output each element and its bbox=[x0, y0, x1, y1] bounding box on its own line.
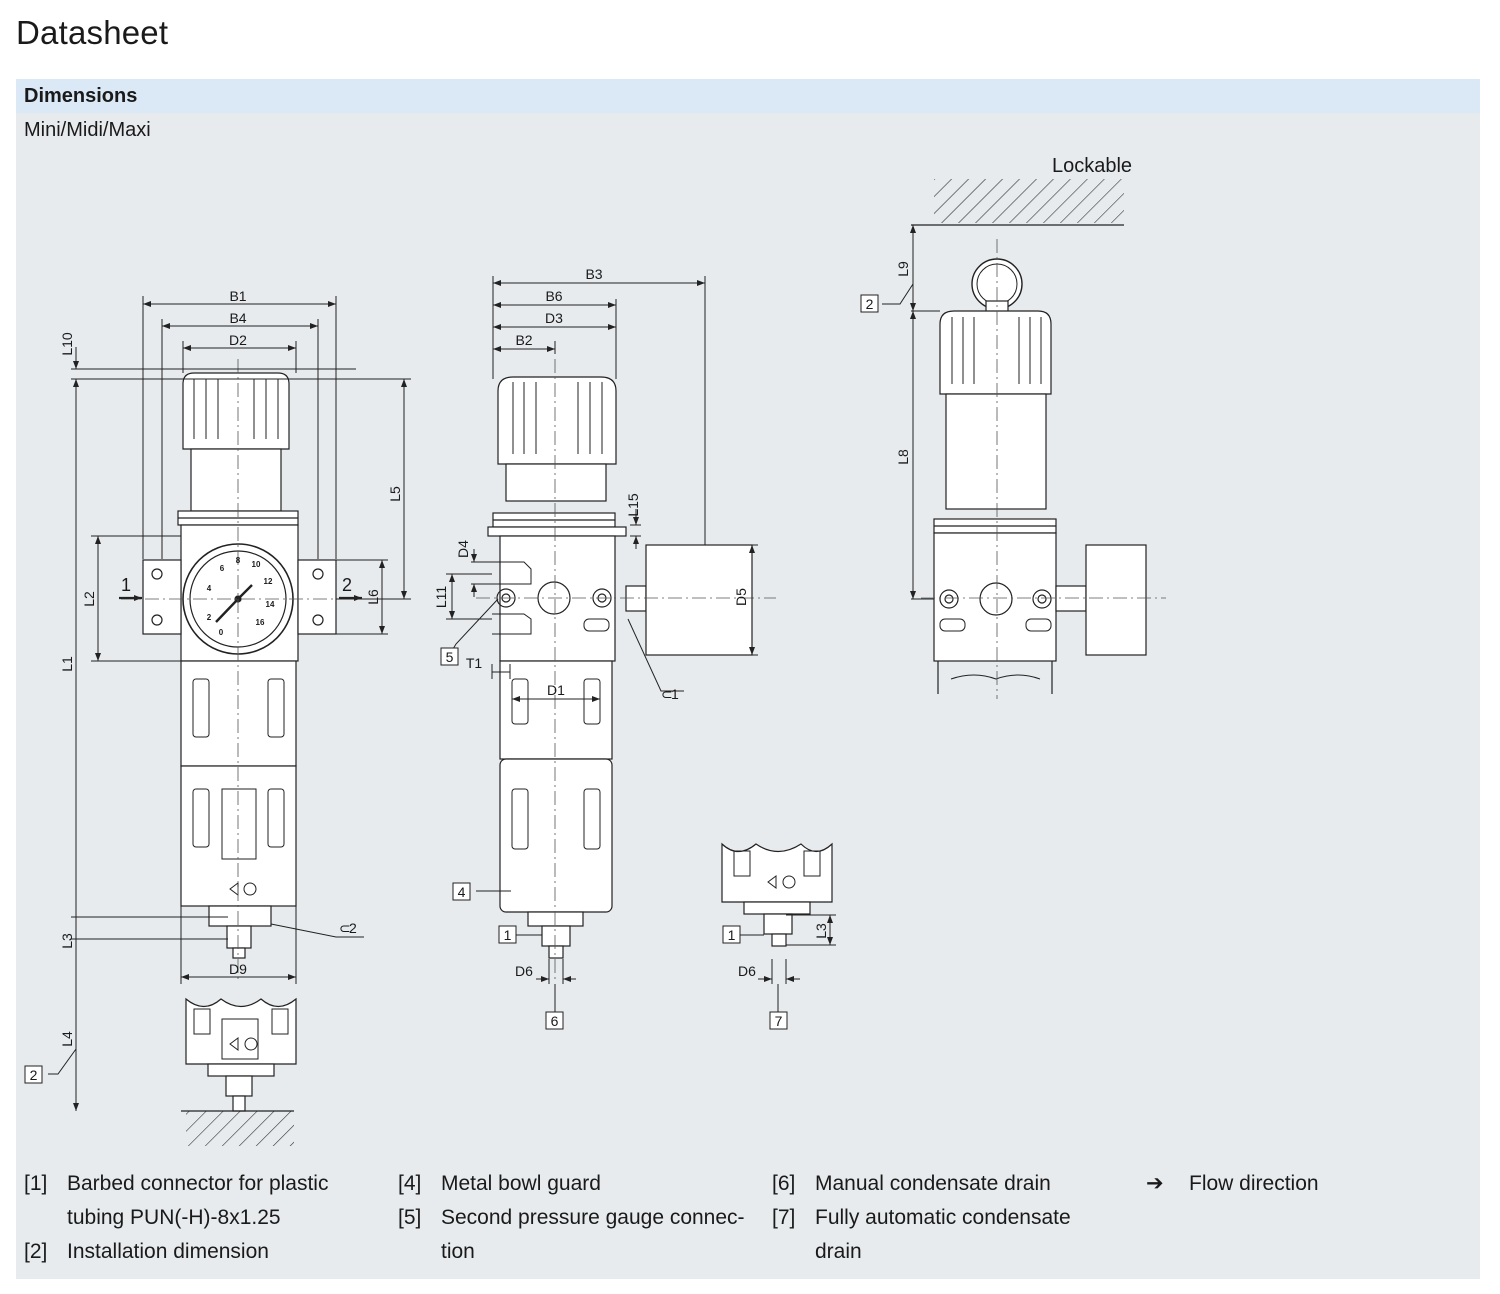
legend-number: [4] bbox=[398, 1172, 422, 1195]
legend-column-4: ➔ Flow direction bbox=[1146, 1167, 1319, 1201]
dim-label: L10 bbox=[59, 332, 75, 356]
legend-item: ➔ Flow direction bbox=[1146, 1167, 1319, 1201]
callout-1: 1 bbox=[504, 927, 512, 943]
gauge-tick: 16 bbox=[256, 618, 265, 627]
callout-6: 6 bbox=[551, 1013, 559, 1029]
dim-label: L11 bbox=[433, 586, 449, 609]
front-view bbox=[48, 296, 411, 1146]
legend-item: [6] Manual condensate drain bbox=[772, 1167, 1071, 1201]
gauge-tick: 12 bbox=[264, 577, 273, 586]
legend-number: [2] bbox=[24, 1240, 48, 1263]
dim-label: L3 bbox=[59, 933, 75, 949]
dim-label: B1 bbox=[229, 288, 246, 304]
gauge-tick: 0 bbox=[219, 628, 224, 637]
dim-label: D4 bbox=[455, 540, 471, 558]
callouts: 2 5 4 1 6 1 7 2 bbox=[24, 294, 879, 1084]
flow-port-out: 2 bbox=[342, 575, 352, 595]
gauge-scale: 0 2 4 6 8 10 12 14 16 bbox=[207, 556, 275, 637]
dim-label: B6 bbox=[545, 288, 562, 304]
callout-2: 2 bbox=[30, 1067, 38, 1083]
callout-7: 7 bbox=[775, 1013, 783, 1029]
side-view bbox=[446, 276, 776, 1014]
legend-number: [5] bbox=[398, 1206, 422, 1229]
dim-label: B3 bbox=[585, 266, 602, 282]
legend-column-3: [6] Manual condensate drain [7] Fully au… bbox=[772, 1167, 1071, 1269]
legend-item: [5] Second pressure gauge connec-tion bbox=[398, 1201, 745, 1269]
gauge-tick: 2 bbox=[207, 613, 212, 622]
auto-drain-detail bbox=[721, 842, 836, 1014]
dim-label: L2 bbox=[81, 591, 97, 607]
dim-label: L8 bbox=[895, 449, 911, 465]
wrench-size: 1 bbox=[671, 686, 679, 702]
legend-number: [6] bbox=[772, 1172, 796, 1195]
dim-label: D5 bbox=[733, 588, 749, 606]
section-subtitle: Mini/Midi/Maxi bbox=[24, 119, 151, 141]
dim-label: L5 bbox=[387, 486, 403, 502]
gauge-tick: 14 bbox=[266, 600, 275, 609]
callout-1: 1 bbox=[728, 927, 736, 943]
lockable-label: Lockable bbox=[1052, 155, 1132, 177]
dim-label: D9 bbox=[229, 961, 247, 977]
wrench-size: 2 bbox=[349, 920, 357, 936]
legend-text: Installation dimension bbox=[67, 1240, 269, 1263]
dim-label: L9 bbox=[895, 261, 911, 277]
dim-label: D6 bbox=[738, 963, 756, 979]
dim-label: L3 bbox=[813, 923, 829, 939]
legend-text: Metal bowl guard bbox=[441, 1172, 601, 1195]
gauge-tick: 8 bbox=[236, 556, 241, 565]
dim-label: D6 bbox=[515, 963, 533, 979]
section-header: Dimensions bbox=[16, 79, 1480, 113]
gauge-tick: 10 bbox=[252, 560, 261, 569]
legend-item: [2] Installation dimension bbox=[24, 1235, 328, 1269]
callout-5: 5 bbox=[446, 649, 454, 665]
gauge-tick: 6 bbox=[220, 564, 225, 573]
dim-label: L6 bbox=[365, 589, 381, 605]
legend-text: Flow direction bbox=[1189, 1172, 1319, 1195]
dim-label: B4 bbox=[229, 310, 246, 326]
legend-number: [7] bbox=[772, 1206, 796, 1229]
legend-number: [1] bbox=[24, 1172, 48, 1195]
callout-4: 4 bbox=[458, 884, 466, 900]
dim-label: T1 bbox=[466, 655, 483, 671]
dim-label: L4 bbox=[59, 1031, 75, 1047]
dim-label: D3 bbox=[545, 310, 563, 326]
dim-label: D1 bbox=[547, 682, 565, 698]
wrench-labels: ⊂ 2 ⊂ 1 bbox=[339, 686, 679, 936]
flow-direction-arrow-icon: ➔ bbox=[1146, 1172, 1164, 1195]
dim-label: L1 bbox=[59, 656, 75, 672]
dim-label: D2 bbox=[229, 332, 247, 348]
legend-text: Manual condensate drain bbox=[815, 1172, 1051, 1195]
dimension-labels: B1 B4 D2 B3 B6 D3 B2 D9 T1 D1 D6 D6 L1 0 … bbox=[59, 261, 911, 1047]
section-title: Dimensions bbox=[24, 85, 138, 107]
flow-port-in: 1 bbox=[121, 575, 131, 595]
wrench-icon: ⊂ bbox=[661, 686, 673, 702]
wrench-icon: ⊂ bbox=[339, 920, 351, 936]
legend-column-2: [4] Metal bowl guard [5] Second pressure… bbox=[398, 1167, 745, 1269]
callout-2: 2 bbox=[866, 296, 874, 312]
lockable-view bbox=[882, 179, 1166, 699]
flow-ports: 1 2 bbox=[121, 575, 352, 595]
dim-label: B2 bbox=[515, 332, 532, 348]
dimensions-panel: Dimensions Mini/Midi/Maxi bbox=[16, 79, 1480, 1279]
dim-label: L15 bbox=[625, 493, 641, 517]
legend-item: [4] Metal bowl guard bbox=[398, 1167, 745, 1201]
page-title: Datasheet bbox=[16, 14, 169, 51]
gauge-tick: 4 bbox=[207, 584, 212, 593]
dimension-drawing: 0 2 4 6 8 10 12 14 16 B1 B4 D2 B3 B6 D3 … bbox=[24, 155, 1166, 1146]
legend-text: Second pressure gauge connec-tion bbox=[441, 1206, 745, 1263]
